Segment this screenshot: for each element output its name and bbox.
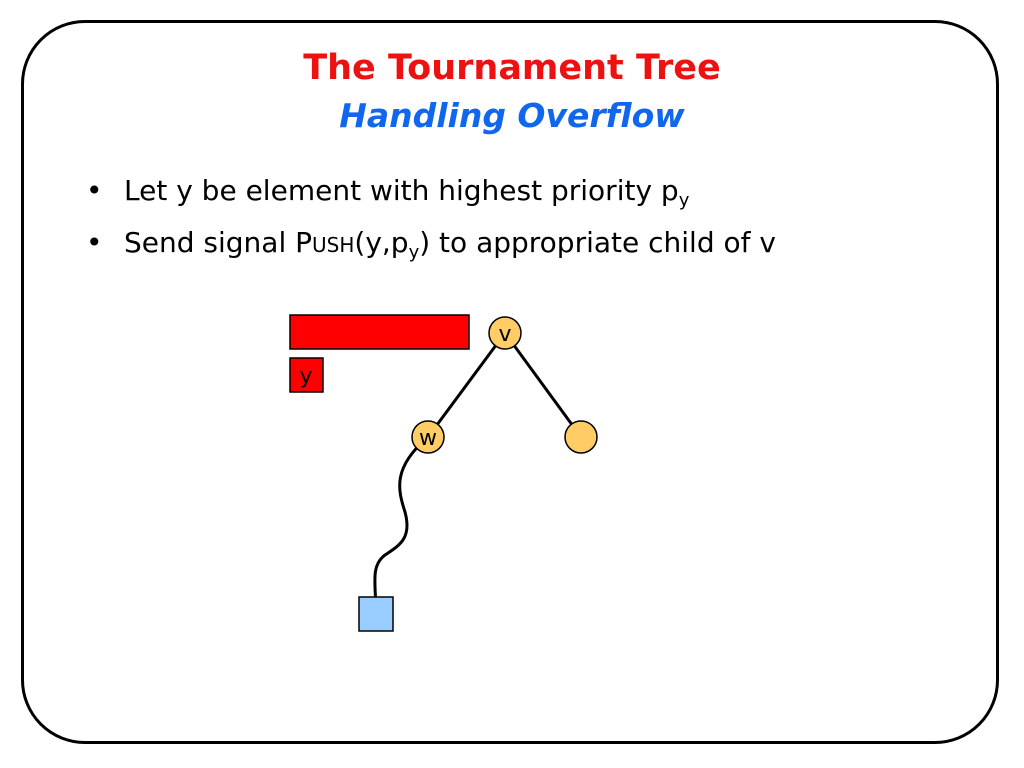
slide-title: The Tournament Tree <box>303 48 721 88</box>
subscript-y: y <box>678 190 690 211</box>
node-v <box>488 316 522 350</box>
bullet-list: • Let y be element with highest priority… <box>86 168 776 272</box>
path-w-to-leaf <box>373 435 429 614</box>
buffer-element-y <box>289 357 324 393</box>
bullet-text-end: ) to appropriate child of v <box>419 226 776 259</box>
edge-v-w <box>426 332 507 438</box>
bullet-text: Let y be element with highest priority p <box>124 174 679 207</box>
bullet-item-1: • Let y be element with highest priority… <box>86 168 776 220</box>
push-smallcaps: USH <box>312 233 355 257</box>
bullet-item-2: • Send signal PUSH(y,py) to appropriate … <box>86 220 776 272</box>
node-right-child <box>564 420 598 454</box>
slide-subtitle: Handling Overflow <box>339 96 685 135</box>
bullet-text-start: Send signal P <box>124 226 313 259</box>
edge-v-right-child <box>503 332 583 438</box>
bullet-marker: • <box>86 226 103 259</box>
node-w <box>411 420 445 454</box>
node-w-label: w <box>419 426 437 451</box>
bullet-text-args: (y,p <box>354 226 409 259</box>
buffer-element-label: y <box>299 364 312 389</box>
node-v-label: v <box>498 322 511 347</box>
subscript-y: y <box>408 242 420 263</box>
node-buffer-bar <box>289 314 470 350</box>
leaf-node <box>358 596 394 632</box>
slide-frame <box>21 20 999 744</box>
bullet-marker: • <box>86 174 103 207</box>
